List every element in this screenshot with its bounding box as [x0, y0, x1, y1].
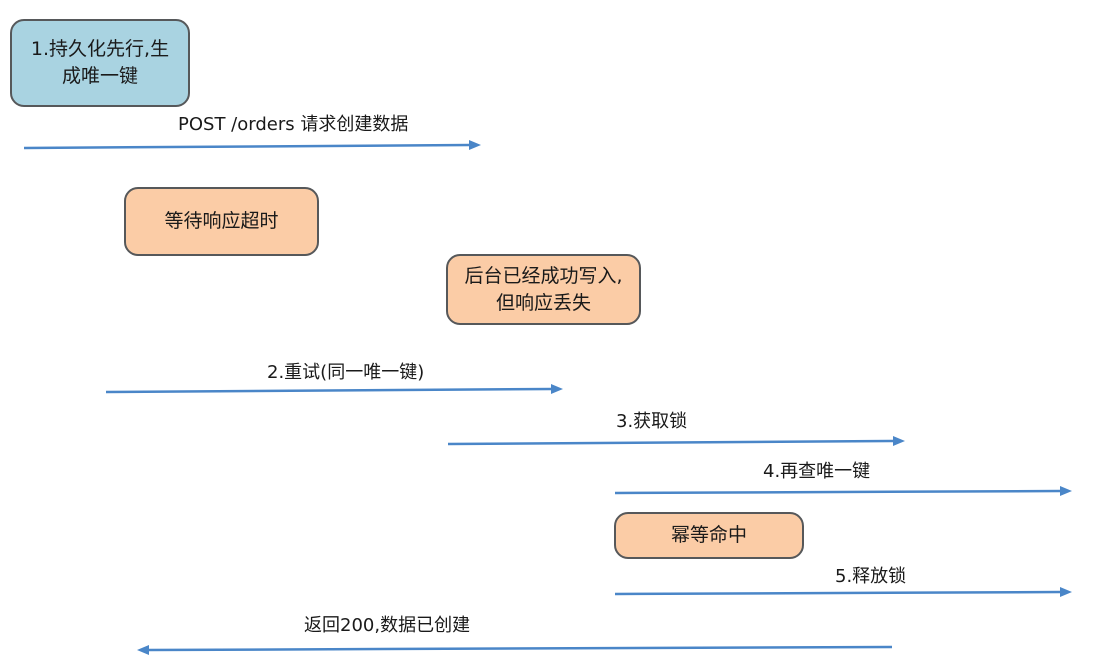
timeout-text: 等待响应超时 — [164, 210, 279, 232]
response-label: 返回200,数据已创建 — [304, 615, 471, 636]
idempotent-hit-text: 幂等命中 — [670, 524, 747, 546]
recheck-key-arrow — [614, 486, 1072, 496]
step1-persist-box: 1.持久化先行,生 成唯一键 — [10, 19, 190, 107]
acquire-lock-label: 3.获取锁 — [616, 411, 688, 432]
release-lock-label: 5.释放锁 — [835, 566, 907, 587]
recheck-key-label: 4.再查唯一键 — [763, 461, 871, 482]
timeout-box: 等待响应超时 — [124, 187, 319, 256]
post-request-label: POST /orders 请求创建数据 — [178, 114, 409, 135]
retry-label: 2.重试(同一唯一键) — [267, 362, 425, 383]
release-lock-arrow — [614, 587, 1072, 597]
response-lost-box: 后台已经成功写入, 但响应丢失 — [446, 254, 641, 325]
response-arrow — [137, 645, 893, 655]
idempotent-hit-box: 幂等命中 — [614, 512, 804, 559]
response-lost-text: 后台已经成功写入, 但响应丢失 — [464, 264, 623, 314]
acquire-lock-arrow — [447, 436, 905, 446]
post-request-arrow — [23, 140, 481, 150]
retry-arrow — [105, 384, 563, 394]
step1-text: 1.持久化先行,生 成唯一键 — [30, 38, 170, 87]
